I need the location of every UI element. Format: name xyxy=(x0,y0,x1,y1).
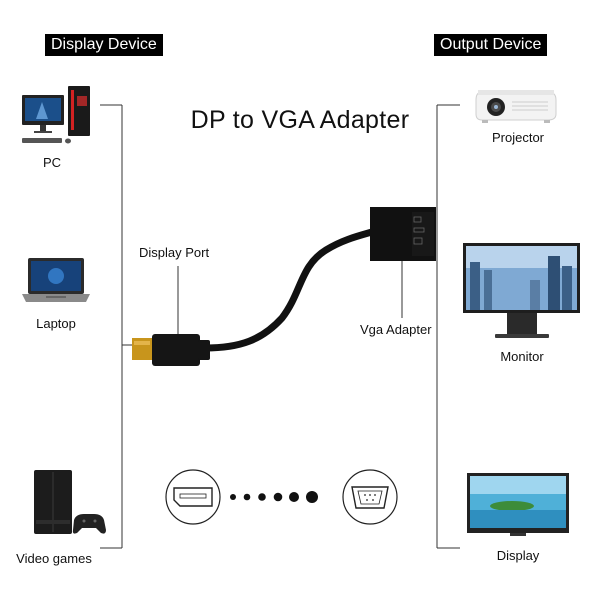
output-device-header: Output Device xyxy=(434,34,548,56)
connection-dots xyxy=(230,491,318,503)
desktop-pc-icon xyxy=(22,86,90,144)
adapter-cable xyxy=(201,228,376,352)
page-title: DP to VGA Adapter xyxy=(190,106,410,134)
vga-port-icon xyxy=(342,469,398,525)
display-port-label: Display Port xyxy=(139,245,210,260)
monitor-label: Monitor xyxy=(500,349,544,364)
game-console-icon xyxy=(34,470,106,534)
pc-label: PC xyxy=(42,155,62,170)
monitor-icon xyxy=(463,243,580,338)
projector-icon xyxy=(475,90,557,123)
video-games-label: Video games xyxy=(16,551,92,566)
left-bracket-line xyxy=(100,104,132,549)
display-tv-icon xyxy=(467,473,569,536)
right-bracket-line xyxy=(436,104,460,549)
displayport-connector xyxy=(132,334,210,366)
projector-label: Projector xyxy=(491,130,545,145)
laptop-label: Laptop xyxy=(36,316,76,331)
displayport-port-icon xyxy=(165,469,221,525)
display-device-header: Display Device xyxy=(45,34,163,56)
display-label: Display xyxy=(496,548,540,563)
vga-adapter-label: Vga Adapter xyxy=(360,322,432,337)
laptop-icon xyxy=(22,258,90,302)
vga-adapter-box xyxy=(370,207,436,261)
